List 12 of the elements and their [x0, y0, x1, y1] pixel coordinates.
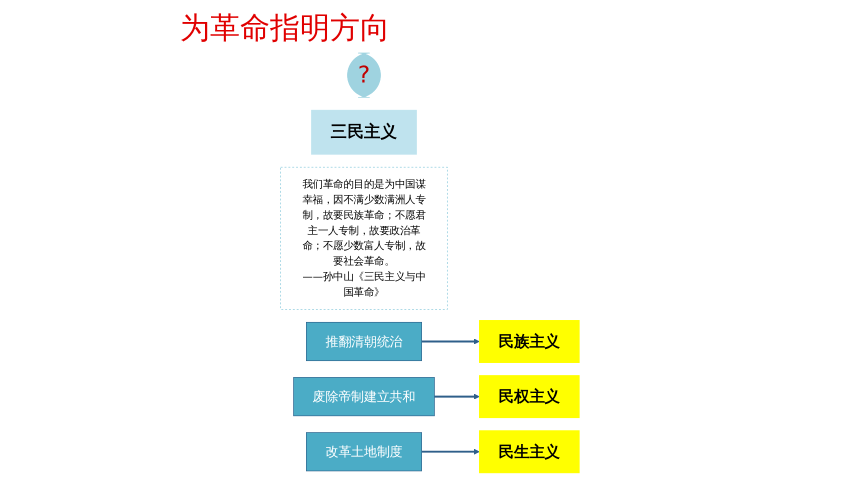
arrow: [434, 394, 480, 400]
node-box: 三民主义: [311, 110, 417, 155]
node-box: 民族主义: [479, 320, 580, 363]
node-box: 改革土地制度: [306, 432, 422, 472]
slide-title: 为革命指明方向: [180, 10, 391, 48]
node-box: 推翻清朝统治: [306, 322, 422, 362]
node-box: 民生主义: [479, 430, 580, 474]
arrow: [422, 338, 480, 344]
node-box: 我们革命的目的是为中国谋幸福，因不满少数满洲人专制，故要民族革命；不愿君主一人专制，故要政治革命；不愿少数富人专制，故要社会革命。 ——孙中山《三民主义与中国革命》: [280, 166, 448, 310]
node-box: 废除帝制建立共和: [293, 377, 435, 416]
node-box: 民权主义: [479, 375, 580, 418]
arrow: [422, 448, 480, 455]
